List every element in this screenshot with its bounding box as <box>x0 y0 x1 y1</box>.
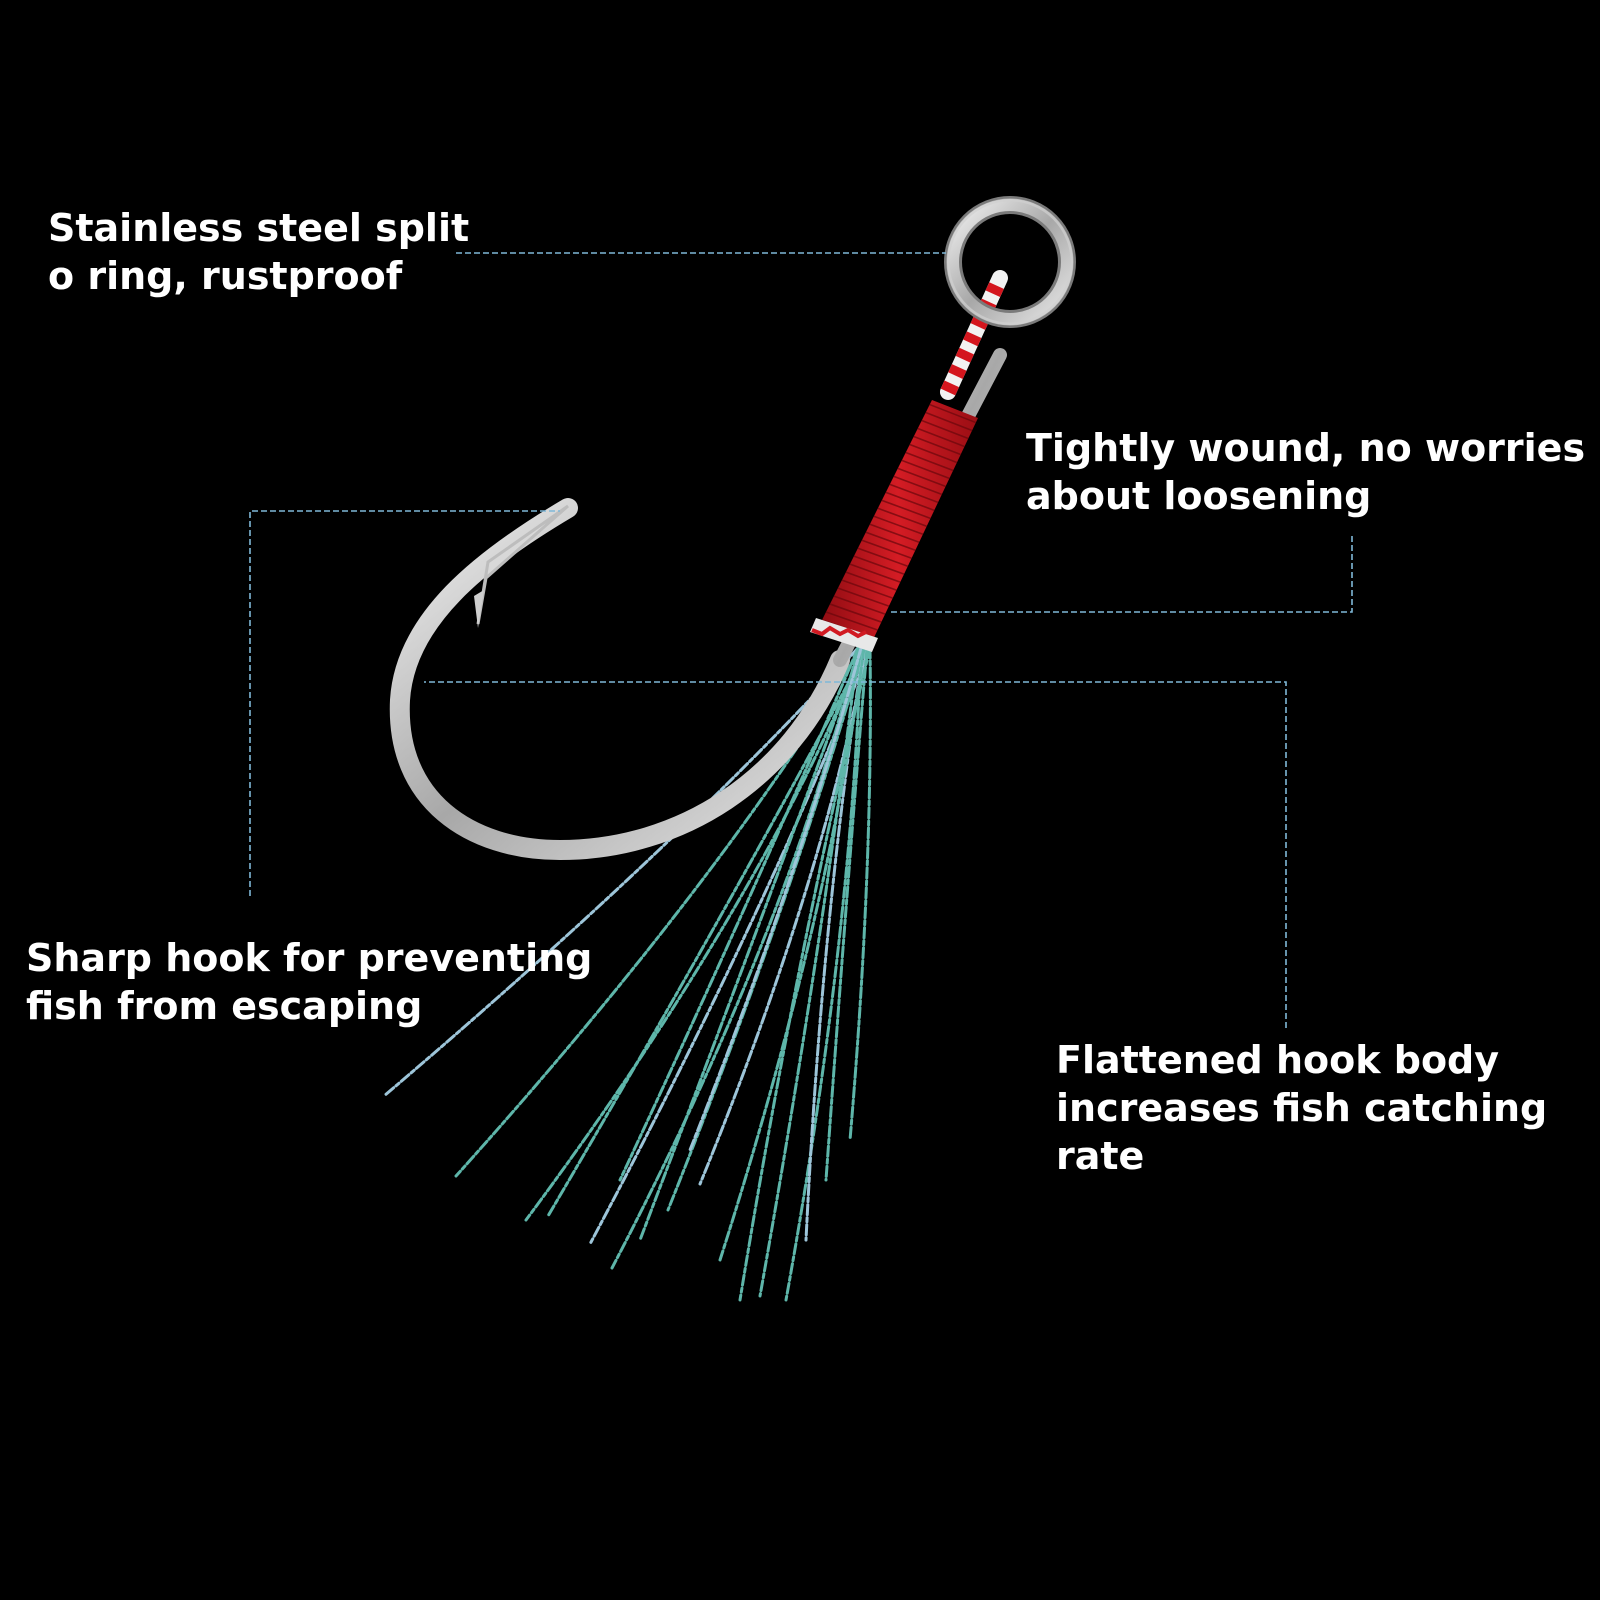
leader-line-flattened <box>424 681 1287 1028</box>
tinsel-strand <box>638 646 863 1242</box>
thread-wrap-line <box>889 483 939 504</box>
thread-wrap-line <box>885 491 935 512</box>
tinsel-strand <box>382 646 860 1098</box>
tinsel-strand <box>610 646 860 1270</box>
thread-wrap-line <box>901 459 950 480</box>
callout-split-ring: Stainless steel split o ring, rustproof <box>48 204 469 300</box>
thread-wrap-line <box>897 467 946 488</box>
leader-line-wound <box>888 536 1353 613</box>
thread-wrap-line <box>845 571 897 591</box>
callout-tightly-wound-line1: Tightly wound, no worries <box>1026 426 1586 470</box>
split-ring <box>944 196 1076 328</box>
thread-wrap-line <box>913 435 962 456</box>
tinsel-strand <box>718 646 866 1262</box>
callout-sharp-hook-line1: Sharp hook for preventing <box>26 936 593 980</box>
thread-wrap-line <box>909 443 958 464</box>
callout-flattened-body-line2: increases fish catching <box>1056 1086 1548 1130</box>
callout-sharp-hook: Sharp hook for preventing fish from esca… <box>26 934 592 1030</box>
thread-wrap-line <box>881 499 931 520</box>
tinsel-strand <box>618 646 860 1182</box>
callout-flattened-body-line3: rate <box>1056 1134 1145 1178</box>
thread-wrap-line <box>853 555 905 575</box>
thread-wrap-line <box>857 547 909 567</box>
thread-wrap-line <box>837 587 890 607</box>
tinsel-strand <box>784 646 863 1302</box>
thread-wrap-line <box>869 523 920 544</box>
thread-wrap-line <box>825 611 878 631</box>
thread-wrap-line <box>833 595 886 615</box>
thread-wrap-line <box>841 579 893 599</box>
thread-wrap-line <box>873 515 924 536</box>
thread-wrap-line <box>925 411 973 432</box>
callout-split-ring-line2: o ring, rustproof <box>48 254 403 298</box>
thread-wrap-line <box>849 563 901 583</box>
thread-wrap-line <box>905 451 954 472</box>
flash-tinsel-skirt <box>382 646 872 1302</box>
thread-wrap-line <box>861 539 912 559</box>
thread-wrap-line <box>929 403 977 424</box>
hook-bend <box>389 498 850 861</box>
tinsel-strand <box>688 646 863 1152</box>
hook-barb <box>474 590 484 628</box>
red-thread-wrap <box>810 400 978 652</box>
callout-flattened-body-line1: Flattened hook body <box>1056 1038 1500 1082</box>
leader-line-sharp <box>249 510 560 896</box>
callout-split-ring-line1: Stainless steel split <box>48 206 470 250</box>
tinsel-strand <box>758 646 860 1298</box>
tinsel-strand <box>824 646 869 1182</box>
leader-lines <box>249 252 1353 1028</box>
thread-wrap-line <box>865 531 916 551</box>
thread-wrap-line <box>877 507 927 528</box>
thread-wrap-line <box>917 427 965 448</box>
callout-tightly-wound: Tightly wound, no worries about loosenin… <box>1026 424 1585 520</box>
callout-sharp-hook-line2: fish from escaping <box>26 984 423 1028</box>
thread-wrap-line <box>893 475 943 496</box>
thread-wrap-line <box>829 603 882 623</box>
tinsel-strand <box>524 646 866 1222</box>
braided-assist-cord <box>940 270 1008 400</box>
thread-wrap-line <box>921 419 969 440</box>
callout-flattened-body: Flattened hook body increases fish catch… <box>1056 1036 1547 1180</box>
callout-tightly-wound-line2: about loosening <box>1026 474 1372 518</box>
tinsel-strand <box>848 646 872 1142</box>
